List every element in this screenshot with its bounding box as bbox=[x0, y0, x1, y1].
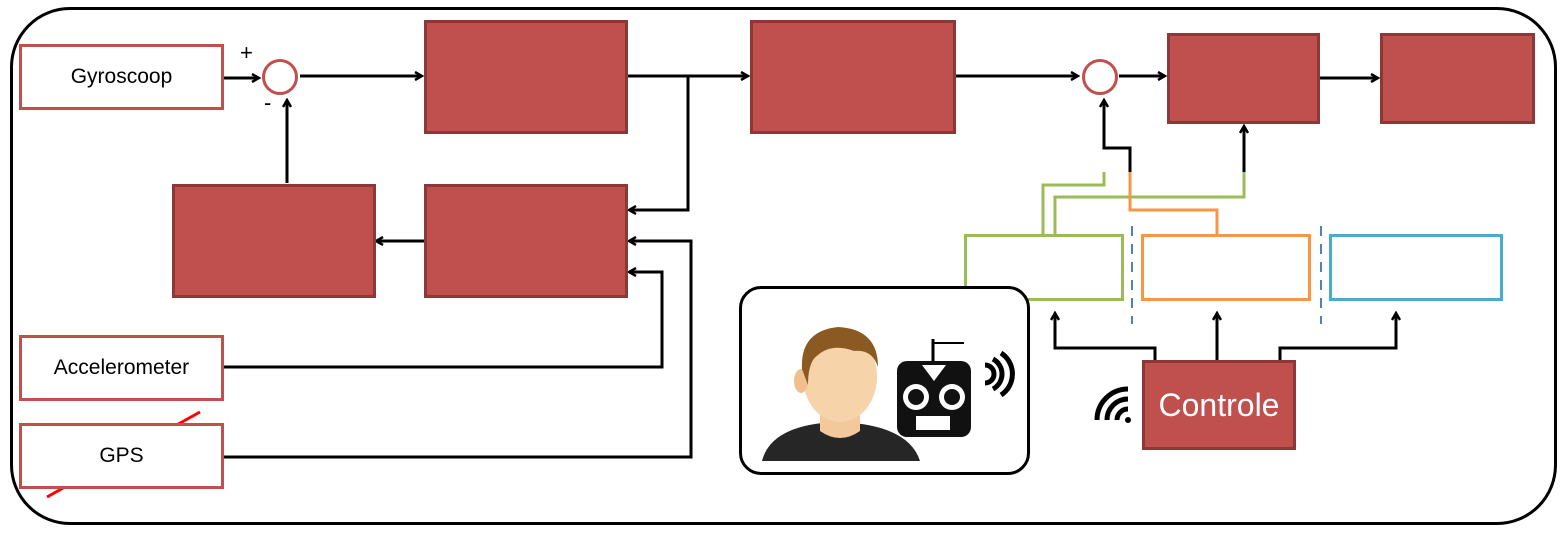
mode-box-orange bbox=[1141, 234, 1311, 301]
gyroscoop-label: Gyroscoop bbox=[70, 65, 173, 88]
rc-transmitter-icon bbox=[897, 339, 971, 437]
pilot-illustration bbox=[762, 327, 1015, 461]
block-b bbox=[750, 20, 956, 134]
controle-label: Controle bbox=[1158, 386, 1280, 423]
block-f bbox=[1380, 33, 1535, 124]
pilot-avatar-icon bbox=[762, 327, 920, 461]
arrow-branch-blockD bbox=[629, 76, 690, 210]
block-a bbox=[424, 20, 628, 134]
sum-junction-2 bbox=[1082, 59, 1118, 95]
arrow-accel-blockD bbox=[224, 272, 664, 369]
block-c bbox=[172, 184, 376, 298]
mode-box-green bbox=[964, 234, 1124, 301]
route-orange bbox=[1128, 172, 1219, 234]
accelerometer-box: Accelerometer bbox=[19, 335, 224, 401]
transmitter-signal-icon bbox=[984, 350, 1015, 398]
controle-box: Controle bbox=[1142, 360, 1296, 450]
gps-label: GPS bbox=[99, 444, 144, 467]
minus-sign: - bbox=[264, 90, 272, 115]
gyroscoop-box: Gyroscoop bbox=[19, 44, 224, 110]
mode-box-blue bbox=[1329, 234, 1503, 301]
block-e bbox=[1167, 33, 1320, 124]
route-green-2 bbox=[1053, 172, 1246, 234]
wireless-signal-icon bbox=[1094, 386, 1131, 423]
sum-junction-1 bbox=[262, 59, 298, 95]
arrow-control-mode1 bbox=[1055, 313, 1157, 362]
arrow-gps-blockD bbox=[224, 241, 693, 459]
route-green-1 bbox=[1041, 172, 1106, 234]
accelerometer-label: Accelerometer bbox=[53, 356, 190, 379]
diagram-frame bbox=[10, 7, 1557, 525]
plus-sign: + bbox=[240, 40, 253, 65]
pilot-panel bbox=[739, 286, 1030, 475]
arrow-control-mode3 bbox=[1278, 313, 1396, 362]
block-d bbox=[424, 184, 628, 298]
arrow-into-sum2 bbox=[1104, 100, 1132, 172]
gps-box: GPS bbox=[19, 423, 224, 489]
